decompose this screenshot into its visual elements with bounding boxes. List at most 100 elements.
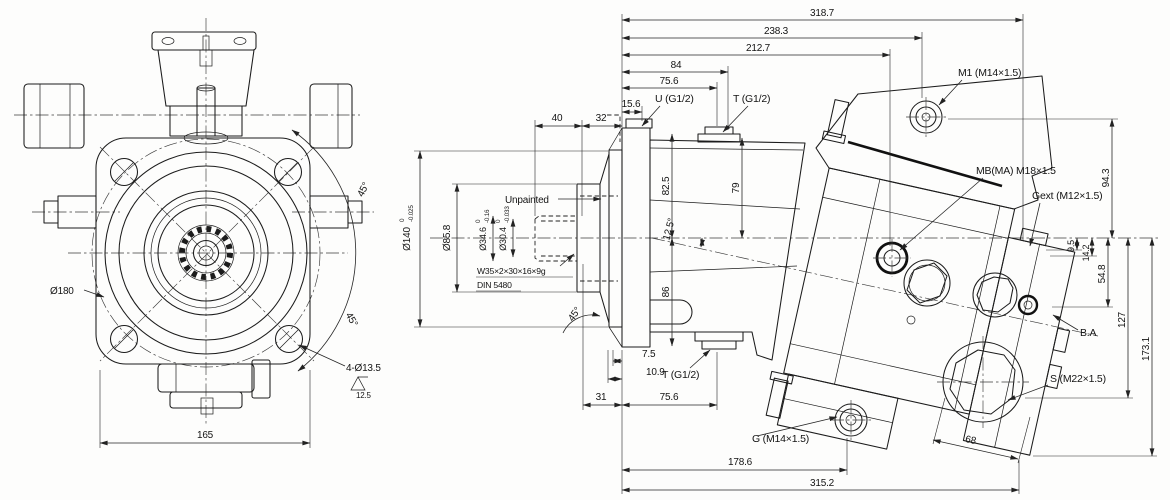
cylinder-housing — [783, 167, 1016, 415]
angle-45-label: 45° — [343, 311, 360, 329]
d30-4-tol-hi: 0 — [495, 219, 502, 223]
seal-circle — [157, 204, 255, 302]
side-boss-right — [309, 195, 363, 229]
dim-40-label: 40 — [552, 113, 563, 124]
shaft-hub — [576, 183, 601, 293]
dim-127-label: 127 — [1117, 311, 1128, 328]
dim-14-2-label: 14.2 — [1081, 244, 1091, 261]
d140-tol-hi: 0 — [399, 218, 406, 222]
unpainted-label: Unpainted — [505, 195, 549, 206]
dim-15-6-label: 15.6 — [622, 99, 641, 110]
stem-base — [183, 131, 229, 145]
u-port-leader — [641, 105, 661, 127]
d140-tol-lo: -0.025 — [408, 205, 415, 222]
s-port-plug — [937, 336, 1029, 428]
s-port-label: S (M22×1.5) — [1050, 373, 1106, 385]
dim-75-6-bottom-label: 75.6 — [660, 392, 679, 403]
chamfer-arc — [562, 311, 601, 334]
bent-axis — [651, 237, 1099, 337]
angle-arc-45 — [291, 129, 357, 372]
gext-port-leader — [1029, 202, 1041, 247]
s-port-leader — [1007, 384, 1049, 401]
breather-collar — [821, 130, 847, 145]
breather-pin — [826, 99, 850, 139]
control-housing — [815, 75, 1053, 210]
adjust-pin-tip — [202, 35, 210, 51]
octagon-plug — [972, 272, 1018, 318]
ba-port-boss — [1052, 327, 1071, 353]
mb-port-leader — [899, 177, 984, 251]
d30-4-tol-lo: -0.033 — [504, 206, 511, 223]
housing-seam — [847, 140, 1003, 188]
ext-line — [1017, 416, 1031, 464]
gext-port-label: Gext (M12×1.5) — [1032, 190, 1102, 202]
dim-d140-label: Ø140 0 -0.025 — [399, 205, 415, 251]
d34-6-text: Ø34.6 — [478, 227, 488, 251]
spline-teeth — [179, 226, 233, 280]
d30-4-text: Ø30.4 — [498, 227, 508, 251]
valve-side-block-left — [23, 83, 85, 149]
u-port-boss — [625, 118, 653, 129]
ba-port-boss — [1044, 363, 1063, 389]
dim-75-6-label: 75.6 — [660, 76, 679, 87]
bolt-hole — [161, 37, 175, 45]
d34-6-tol-hi: 0 — [475, 219, 482, 223]
valve-top-plate — [151, 31, 257, 51]
valve-body — [157, 49, 255, 107]
dim-10-9-label: 10.9 — [646, 367, 665, 378]
bell-taper — [599, 153, 610, 324]
case-line — [649, 265, 798, 273]
dim-212-7-label: 212.7 — [746, 43, 771, 54]
shaft-bore — [192, 239, 220, 267]
valve-side-block-right — [309, 83, 353, 149]
bend-angle-arc — [699, 237, 705, 248]
case-line — [649, 199, 801, 210]
d140-text: Ø140 — [402, 227, 413, 251]
angle-45-label: 45° — [356, 181, 372, 199]
dim-178-6-label: 178.6 — [728, 457, 753, 468]
dim-d30-4-label: Ø30.4 0 -0.033 — [495, 206, 511, 251]
t-port-boss-bottom — [694, 331, 744, 342]
drain-pin — [765, 377, 789, 419]
m1-port — [906, 97, 946, 137]
dia180-label: Ø180 — [50, 286, 74, 297]
dim-9-5-label: 9.5 — [1066, 240, 1076, 252]
pilot-plate — [608, 149, 623, 328]
corner-screw — [274, 324, 304, 354]
dim-82-5-label: 82.5 — [661, 176, 672, 195]
dim-94-3-label: 94.3 — [1101, 168, 1112, 187]
ba-port-leader — [1052, 314, 1079, 331]
roughness-symbol-icon — [350, 376, 368, 391]
side-boss-left — [43, 195, 97, 229]
housing-line — [834, 179, 881, 385]
mounting-flange — [621, 127, 651, 348]
dim-238-3-label: 238.3 — [764, 26, 789, 37]
t-port-bottom-leader — [689, 349, 711, 369]
corner-screw — [109, 157, 139, 187]
ba-port-label: B.A — [1080, 327, 1097, 339]
case-line — [649, 147, 804, 151]
dim-79-label: 79 — [731, 182, 742, 193]
drive-shaft — [534, 153, 618, 324]
bolt-hole — [233, 37, 247, 45]
spline-callout-label: W35×2×30×16×9g — [477, 266, 546, 276]
spline-outer — [177, 224, 235, 282]
holes-label: 4-Ø13.5 — [346, 363, 381, 374]
dim-d34-6-label: Ø34.6 0 -0.16 — [475, 209, 491, 251]
bent-housing — [765, 99, 1076, 456]
housing-line — [822, 196, 1009, 239]
top-valve-assembly — [151, 31, 257, 145]
side-view: 12.5° 45° 318.7 238.3 212.7 84 75.6 15.6… — [399, 8, 1160, 494]
g-port-label: G (M14×1.5) — [752, 433, 809, 445]
mb-port — [873, 239, 911, 277]
pump-case — [625, 118, 806, 361]
spline-standard-label: DIN 5480 — [477, 280, 512, 290]
ext-line — [932, 397, 946, 445]
t-port-cap-bottom — [701, 340, 737, 350]
bottom-block — [157, 359, 271, 415]
dim-68 — [932, 439, 1019, 460]
recess-circle — [150, 197, 262, 309]
dim-86-label: 86 — [661, 286, 672, 297]
dim-68-label: 68 — [964, 434, 977, 447]
